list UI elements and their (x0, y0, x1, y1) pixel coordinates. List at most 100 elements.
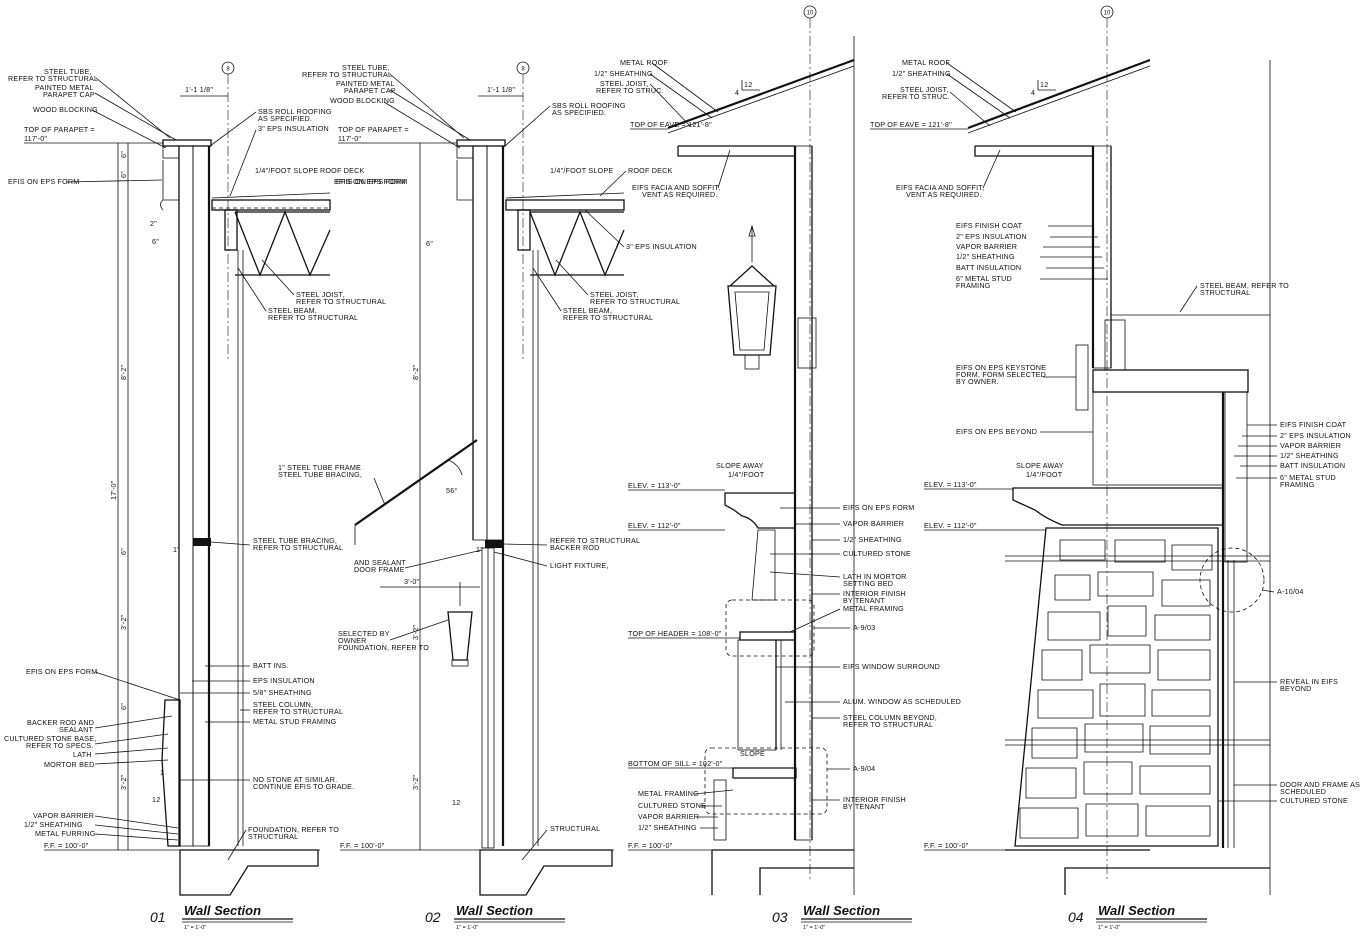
notes-left: STEEL TUBE, REFER TO STRUCTURAL PAINTED … (278, 63, 429, 652)
note: BEYOND (1280, 684, 1312, 693)
note: CONTINUE EFIS TO GRADE. (253, 782, 354, 791)
note: INTERIOR FINISH (843, 795, 906, 804)
note: 1/4"/FOOT SLOPE (550, 166, 613, 175)
section-number: 04 (1068, 909, 1084, 925)
dim-6a: 6" (119, 151, 128, 158)
level-ff: F.F. = 100'-0" (628, 841, 673, 850)
note: AS SPECIFIED. (552, 108, 606, 117)
note: SLOPE AWAY (716, 461, 764, 470)
note: FOUNDATION, REFER TO (248, 825, 339, 834)
detail-bubble-a904 (704, 747, 828, 815)
note: EIFS FINISH COAT (956, 221, 1023, 230)
metal-roof (667, 58, 855, 130)
note: VAPOR BARRIER (638, 812, 699, 821)
note: VENT AS REQUIRED. (642, 190, 718, 199)
leaders-left (65, 77, 181, 841)
section-number: 03 (772, 909, 788, 925)
level-marks: TOP OF EAVE = 121'-8" ELEV. = 113'-0" EL… (870, 120, 1046, 851)
note: VAPOR BARRIER (33, 811, 94, 820)
note: 1/2" SHEATHING (24, 820, 83, 829)
section-number: 01 (150, 909, 166, 925)
dim-17: 17'-0" (109, 480, 118, 500)
slope-rise: 4 (735, 88, 739, 97)
dim-6d: 6" (119, 703, 128, 710)
section-02: 8 1'-1 1/8" TOP O (278, 61, 697, 931)
level-113: ELEV. = 113'-0" (924, 480, 977, 489)
note: 1/4"/FOOT (1026, 470, 1063, 479)
note: STEEL BEAM, (563, 306, 612, 315)
note: 1/2" SHEATHING (638, 823, 697, 832)
note: STEEL TUBE BRACING, (253, 536, 337, 545)
steel-beam (224, 209, 238, 251)
dim-2: 2" (150, 219, 157, 228)
note: STRUCTURAL (1200, 288, 1250, 297)
level-eave: TOP OF EAVE = 121'-8" (630, 120, 712, 129)
note: BATT INSULATION (1280, 461, 1345, 470)
dim-3-2a: 3'-2" (411, 624, 420, 640)
note: REFER TO STRUCTURAL (550, 536, 640, 545)
section-scale: 1" = 1'-0" (803, 925, 825, 931)
roof-deck (211, 199, 331, 211)
note: EIFS WINDOW SURROUND (843, 662, 940, 671)
note: CULTURED STONE BASE, (4, 734, 96, 743)
note: LATH IN MORTOR (843, 572, 907, 581)
note: PAINTED METAL (35, 83, 94, 92)
foundation (479, 849, 613, 896)
note: STRUCTURAL (550, 824, 600, 833)
bracing-tube (193, 538, 211, 546)
note: 1/2" SHEATHING (956, 252, 1015, 261)
note: WOOD BLOCKING (330, 96, 395, 105)
section-03: 10 12 4 (594, 5, 961, 931)
slope-run: 12 (152, 795, 160, 804)
note: 3" EPS INSULATION (626, 242, 697, 251)
dim-3-2a: 3'-2" (119, 614, 128, 630)
leaders-left (373, 73, 483, 641)
note: OWNER (338, 636, 367, 645)
title-block-04: 04 Wall Section 1" = 1'-0" (1068, 903, 1207, 931)
note: REFER TO STRUCTURAL (8, 74, 98, 83)
note: 1" STEEL TUBE FRAME (278, 463, 361, 472)
eps-layer (178, 145, 194, 847)
lower-wall-insulation (1224, 391, 1248, 563)
notes-right: STEEL BEAM, REFER TO STRUCTURAL EIFS FIN… (1200, 281, 1360, 805)
note: 2" EPS INSULATION (1280, 431, 1351, 440)
leaders-right (1179, 285, 1277, 802)
note: EIFS ON EPS KEYSTONE (956, 363, 1046, 372)
dim-1: 1" (173, 545, 180, 554)
note: VAPOR BARRIER (843, 519, 904, 528)
note: STEEL TUBE, (342, 63, 390, 72)
note: STEEL JOIST, (600, 79, 648, 88)
note: A-9/03 (853, 623, 875, 632)
level-113: ELEV. = 113'-0" (628, 481, 681, 490)
slope-run: 12 (452, 798, 460, 807)
grid-label: 8 (521, 67, 525, 73)
note: BY TENANT (843, 802, 885, 811)
note: EIFS ON EPS FORM (843, 503, 915, 512)
note: EFIS ON EPS FORM (26, 667, 98, 676)
slope-rise: 4 (1031, 88, 1035, 97)
note: REFER TO STRUCTURAL (563, 313, 653, 322)
level-top-parapet: TOP OF PARAPET = (24, 125, 95, 134)
batt-insulation (192, 145, 210, 847)
note: EIFS FACIA AND SOFFIT, (632, 183, 720, 192)
note: 1/2" SHEATHING (892, 69, 951, 78)
note: VAPOR BARRIER (1280, 441, 1341, 450)
parapet-cap (162, 139, 212, 147)
note: FORM, FORM SELECTED (956, 370, 1046, 379)
note: BY OWNER. (956, 377, 999, 386)
slope-mark: 12 4 (735, 80, 760, 97)
note: EFIS ON EPS FORM (334, 177, 406, 186)
foundation (179, 849, 319, 896)
note: STEEL BEAM, REFER TO (1200, 281, 1289, 290)
note: SLOPE AWAY (1016, 461, 1064, 470)
note: EFIS ON EPS FORM (336, 177, 408, 186)
note: BATT INSULATION (956, 263, 1021, 272)
note: REFER TO STRUCTURAL (302, 70, 392, 79)
note: WOOD BLOCKING (33, 105, 98, 114)
note: INTERIOR FINISH (843, 589, 906, 598)
note: METAL FRAMING (843, 604, 904, 613)
section-number: 02 (425, 909, 441, 925)
note: SCHEDULED (1280, 787, 1326, 796)
note: STEEL TUBE, (44, 67, 92, 76)
eifs-beyond (1092, 391, 1224, 486)
